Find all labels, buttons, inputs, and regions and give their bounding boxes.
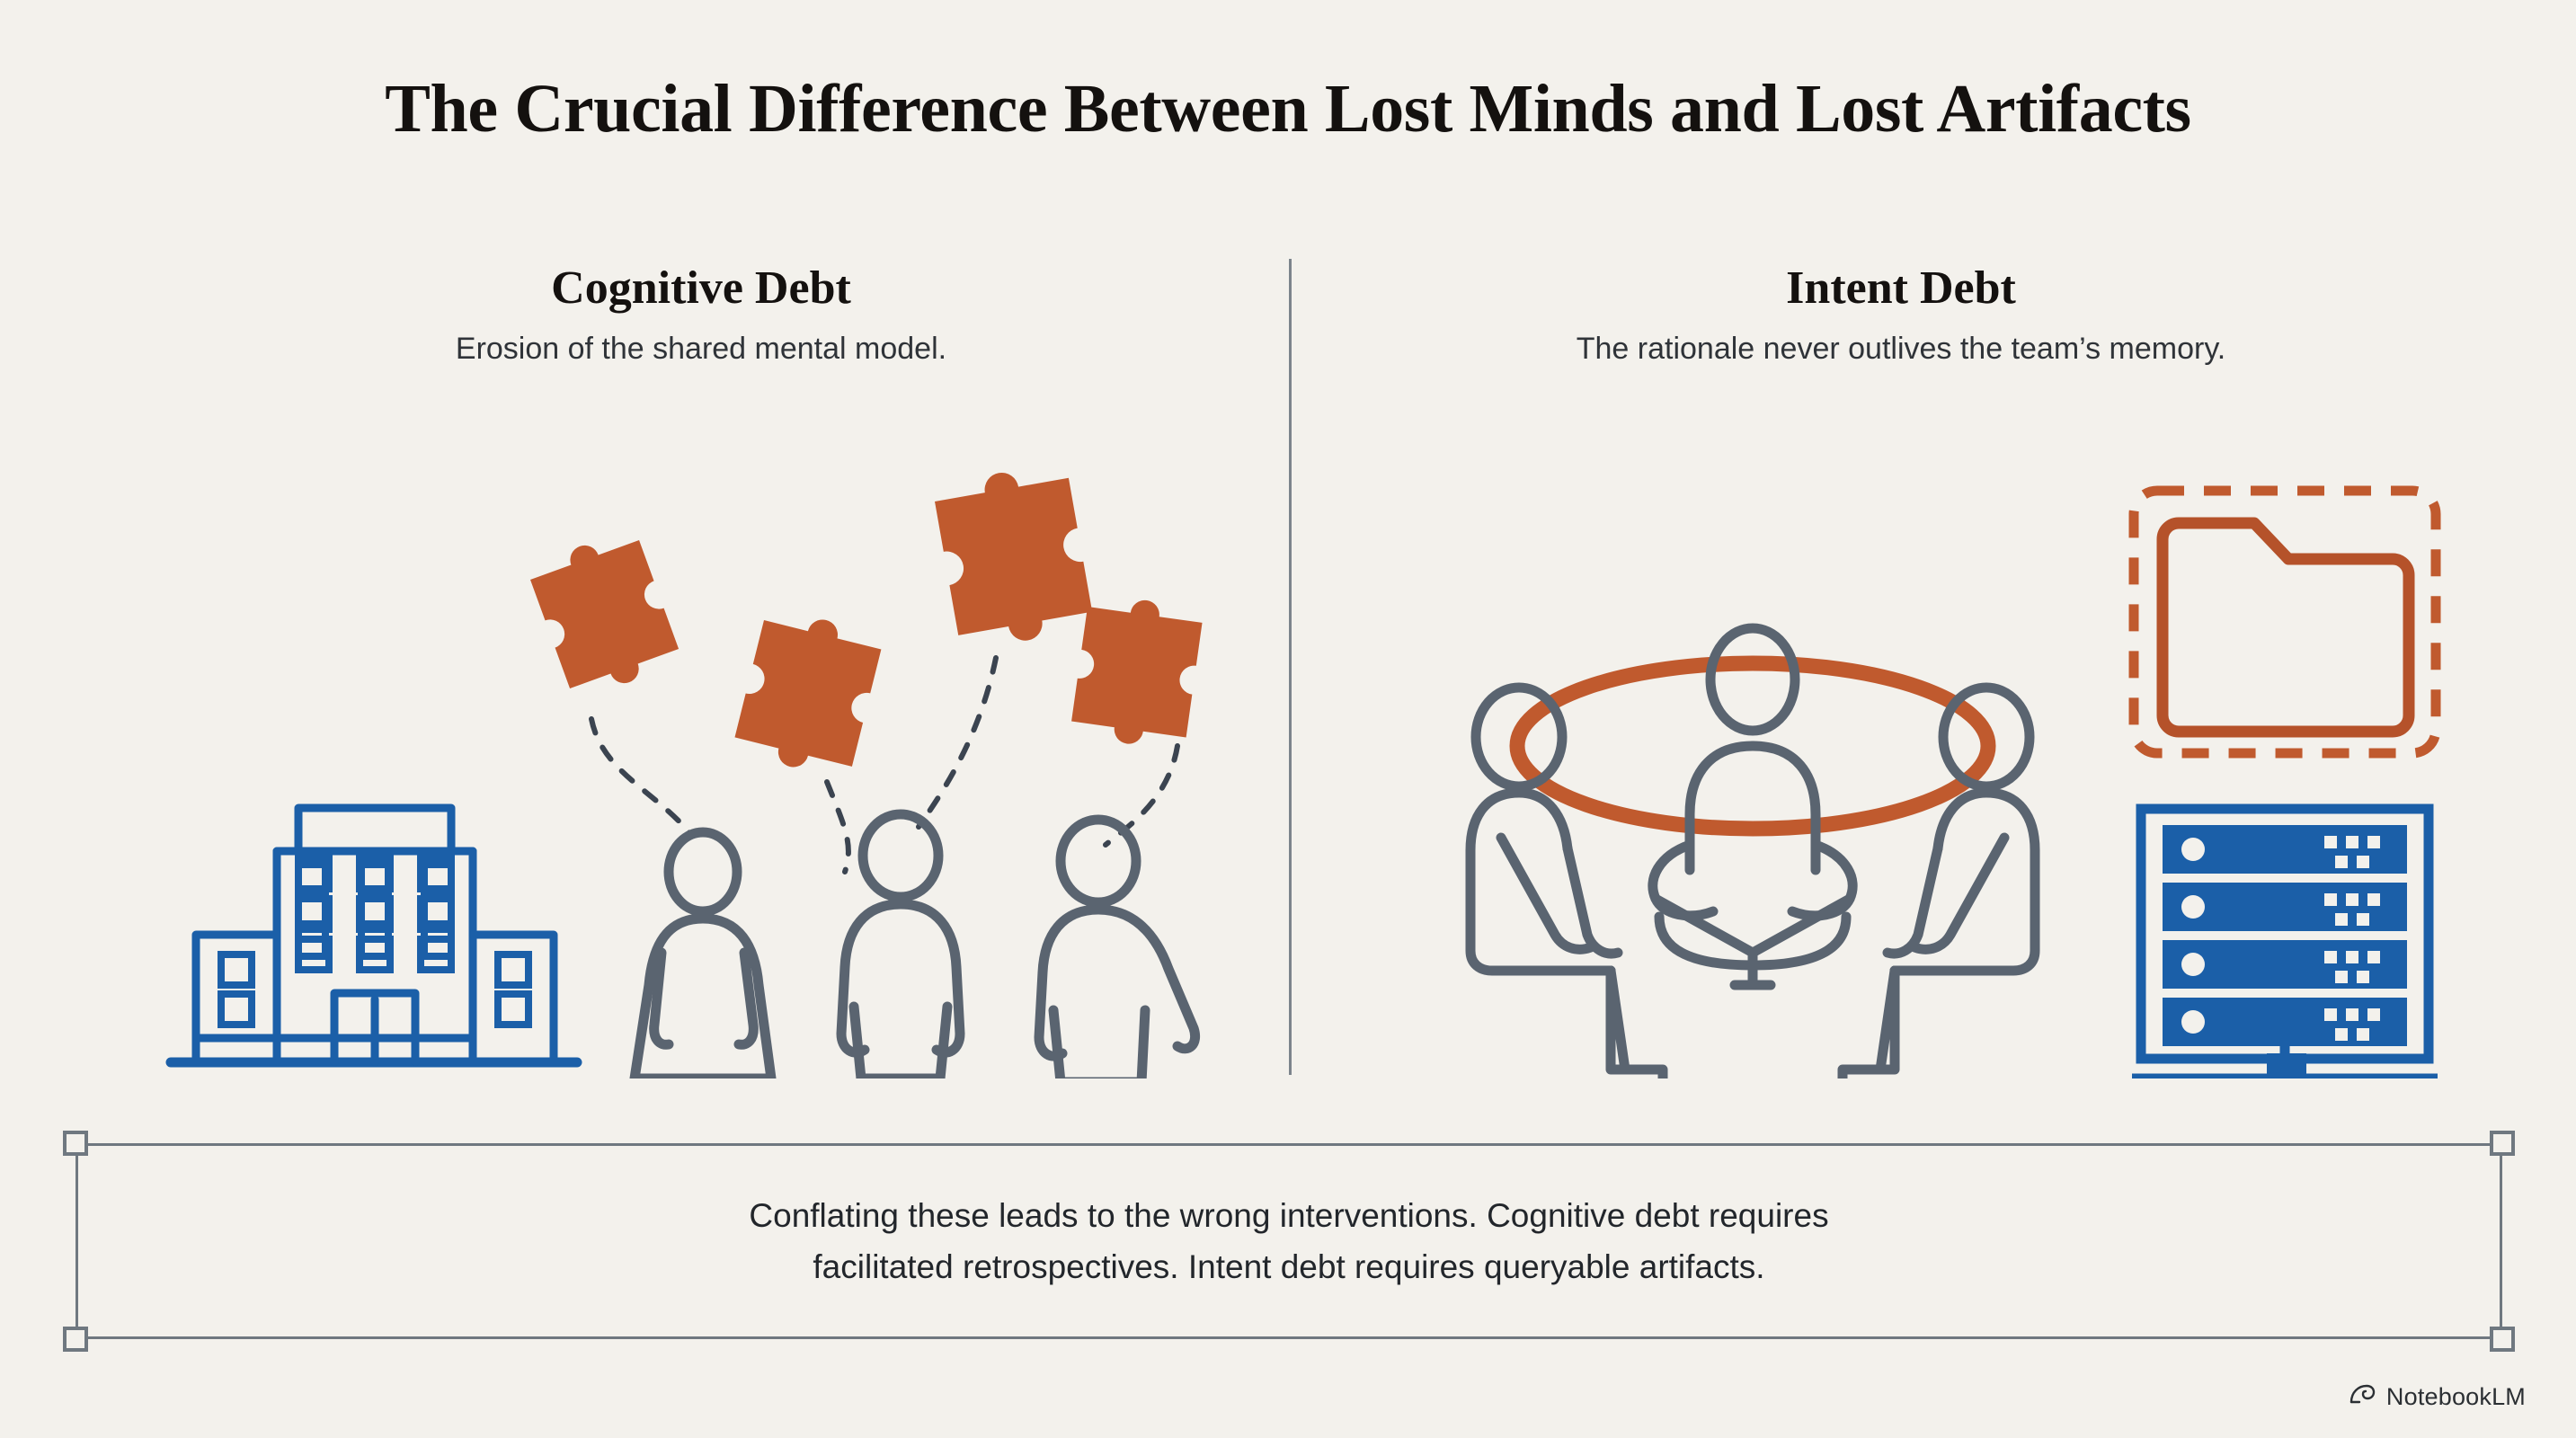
walking-person-icon <box>1028 814 1200 1165</box>
puzzle-piece-icon <box>530 539 680 689</box>
puzzle-piece-icon <box>734 619 882 768</box>
office-building-icon <box>165 803 582 1068</box>
walking-person-skirt-icon <box>629 827 777 1165</box>
callout-frame <box>76 1143 2502 1339</box>
column-header-cognitive-debt: Cognitive Debt Erosion of the shared men… <box>171 262 1231 368</box>
puzzle-piece-icon <box>1071 599 1203 744</box>
callout-handle-top-right[interactable] <box>2490 1131 2515 1156</box>
column-divider <box>1289 259 1292 1075</box>
callout-handle-bottom-left[interactable] <box>63 1327 88 1352</box>
column-header-intent-debt: Intent Debt The rationale never outlives… <box>1348 262 2454 368</box>
dashed-connector-group <box>589 655 1180 874</box>
cross-legged-person-icon <box>1648 623 1858 990</box>
folder-icon <box>2156 517 2415 738</box>
column-subtitle-left: Erosion of the shared mental model. <box>455 332 947 367</box>
orange-connection-ring <box>1509 655 1996 837</box>
callout-line-1: Conflating these leads to the wrong inte… <box>749 1196 1829 1234</box>
page-title: The Crucial Difference Between Lost Mind… <box>385 71 2191 146</box>
seated-person-icon <box>1465 682 1668 1084</box>
server-led-dots <box>2324 836 2380 1041</box>
dashed-connector-line <box>916 655 999 830</box>
callout-text: Conflating these leads to the wrong inte… <box>76 1143 2502 1339</box>
server-rack-icon <box>2132 803 2438 1084</box>
column-heading-right: Intent Debt <box>1786 262 2016 314</box>
dashed-connector-line <box>589 716 695 839</box>
callout-line-2: facilitated retrospectives. Intent debt … <box>813 1248 1765 1285</box>
summary-callout: Conflating these leads to the wrong inte… <box>63 1131 2515 1352</box>
seated-person-icon <box>1837 682 2040 1084</box>
notebooklm-watermark: NotebookLM <box>2349 1383 2526 1411</box>
puzzle-piece-icon <box>935 473 1093 641</box>
notebooklm-spiral-icon <box>2349 1383 2376 1411</box>
dashed-connector-line <box>824 779 851 874</box>
dashed-connector-line <box>1103 743 1180 848</box>
puzzle-piece-group <box>530 473 1203 768</box>
walking-person-icon <box>832 809 967 1165</box>
callout-handle-bottom-right[interactable] <box>2490 1327 2515 1352</box>
column-subtitle-right: The rationale never outlives the team’s … <box>1576 332 2226 367</box>
dashed-missing-folder-icon <box>2128 485 2441 759</box>
intent-debt-illustration <box>1393 449 2454 1084</box>
callout-handle-top-left[interactable] <box>63 1131 88 1156</box>
cognitive-debt-illustration <box>135 449 1231 1165</box>
notebooklm-label: NotebookLM <box>2385 1383 2526 1410</box>
column-heading-left: Cognitive Debt <box>551 262 851 314</box>
folder-missing-dashed-outline <box>2128 485 2441 759</box>
